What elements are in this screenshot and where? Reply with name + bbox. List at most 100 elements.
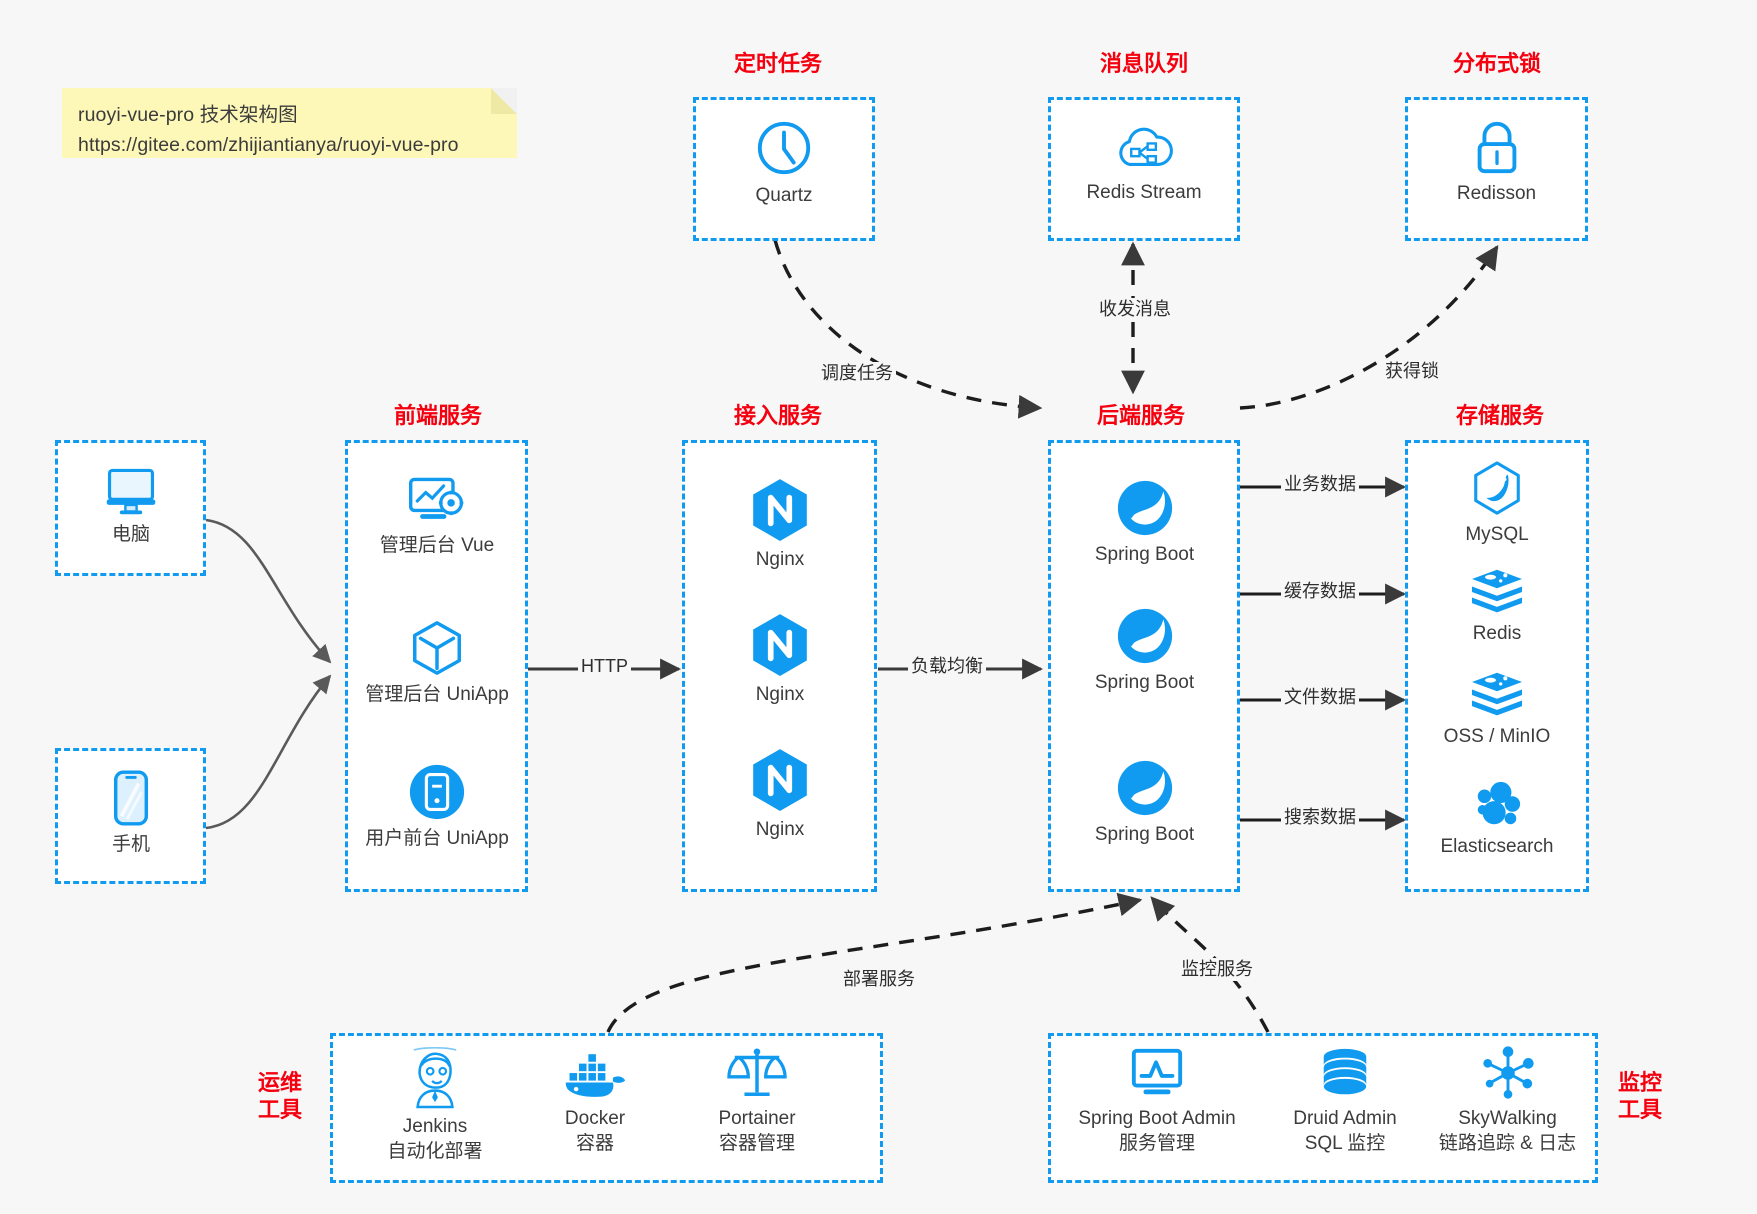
- node-admin-vue[interactable]: 管理后台 Vue: [352, 473, 522, 559]
- group-box-mq: [1048, 97, 1240, 241]
- node-nginx-2[interactable]: Nginx: [700, 612, 860, 708]
- group-box-lock: [1405, 97, 1588, 241]
- nginx-icon: [753, 479, 807, 541]
- edge-label-acquire-lock: 获得锁: [1382, 360, 1442, 383]
- node-elasticsearch[interactable]: Elasticsearch: [1417, 778, 1577, 860]
- edge-label-monitor-service: 监控服务: [1178, 958, 1256, 981]
- mysql-dolphin-icon: [1474, 461, 1520, 515]
- node-label: Druid Admin: [1293, 1108, 1397, 1129]
- node-springboot-2[interactable]: Spring Boot: [1062, 606, 1227, 696]
- group-label-lock: 分布式锁: [1452, 51, 1541, 76]
- node-redisson[interactable]: Redisson: [1425, 117, 1568, 207]
- jenkins-butler-icon: [413, 1047, 457, 1109]
- group-label-devops: 运维 工具: [258, 1070, 328, 1124]
- note-title-line: ruoyi-vue-pro 技术架构图: [78, 104, 298, 126]
- node-label: Spring Boot Admin: [1078, 1108, 1236, 1129]
- node-label: OSS / MinIO: [1443, 726, 1551, 747]
- dashboard-gear-icon: [409, 477, 464, 519]
- edge-label-load-balance: 负载均衡: [908, 655, 986, 678]
- node-desktop[interactable]: 电脑: [70, 462, 192, 548]
- node-docker[interactable]: Docker 容器: [510, 1046, 680, 1156]
- node-label: Elasticsearch: [1440, 836, 1554, 857]
- desktop-monitor-icon: [106, 468, 156, 515]
- node-desc: 服务管理: [1118, 1132, 1195, 1154]
- node-desc: SQL 监控: [1304, 1132, 1386, 1154]
- cube-icon: [412, 621, 461, 675]
- group-box-scheduler: [693, 97, 875, 241]
- edge-label-search-data: 搜索数据: [1281, 806, 1359, 829]
- node-oss-minio[interactable]: OSS / MinIO: [1417, 670, 1577, 750]
- elasticsearch-icon: [1477, 781, 1521, 825]
- clock-icon: [757, 121, 811, 175]
- monitor-chart-icon: [1131, 1048, 1183, 1095]
- node-label: Nginx: [755, 684, 805, 705]
- node-redis-stream[interactable]: Redis Stream: [1069, 120, 1219, 206]
- skywalking-node-icon: [1482, 1046, 1534, 1099]
- node-nginx-1[interactable]: Nginx: [700, 477, 860, 573]
- node-label: 用户前台 UniApp: [365, 828, 509, 849]
- node-label: Redisson: [1456, 183, 1537, 204]
- group-label-gateway: 接入服务: [733, 403, 822, 428]
- node-redis[interactable]: Redis: [1417, 567, 1577, 647]
- node-label: Portainer: [718, 1108, 796, 1129]
- node-desc: 自动化部署: [387, 1140, 483, 1162]
- node-desc: 容器管理: [718, 1132, 795, 1154]
- database-cylinder-icon: [1323, 1048, 1367, 1095]
- node-desc: 链路追踪 & 日志: [1438, 1132, 1577, 1154]
- node-skywalking[interactable]: SkyWalking 链路追踪 & 日志: [1420, 1044, 1595, 1156]
- node-label: 管理后台 UniApp: [365, 684, 509, 705]
- padlock-icon: [1477, 121, 1516, 174]
- node-jenkins[interactable]: Jenkins 自动化部署: [350, 1046, 520, 1164]
- edge-label-business-data: 业务数据: [1281, 473, 1359, 496]
- cloud-network-icon: [1119, 127, 1173, 166]
- group-label-mq: 消息队列: [1099, 51, 1188, 76]
- group-label-devops-line2: 工具: [258, 1096, 303, 1122]
- node-springboot-3[interactable]: Spring Boot: [1062, 758, 1227, 848]
- node-label: Quartz: [755, 185, 813, 206]
- spring-leaf-icon: [1117, 480, 1172, 536]
- mobile-phone-icon: [113, 770, 149, 826]
- node-druid-admin[interactable]: Druid Admin SQL 监控: [1260, 1046, 1430, 1156]
- title-sticky-note: ruoyi-vue-pro 技术架构图 https://gitee.com/zh…: [62, 88, 517, 158]
- node-mobile[interactable]: 手机: [70, 768, 192, 858]
- node-mysql[interactable]: MySQL: [1417, 460, 1577, 548]
- note-url-line: https://gitee.com/zhijiantianya/ruoyi-vu…: [78, 134, 459, 157]
- nginx-icon: [753, 614, 807, 676]
- node-quartz[interactable]: Quartz: [713, 117, 855, 209]
- group-label-monitor: 监控 工具: [1618, 1070, 1698, 1124]
- edge-label-mq-messages: 收发消息: [1096, 298, 1174, 321]
- edge-label-http: HTTP: [578, 655, 631, 678]
- node-spring-boot-admin[interactable]: Spring Boot Admin 服务管理: [1062, 1046, 1252, 1156]
- node-label: Docker: [564, 1108, 626, 1129]
- node-label: Spring Boot: [1094, 544, 1195, 565]
- node-label: Redis Stream: [1086, 182, 1202, 203]
- node-label: 管理后台 Vue: [379, 535, 495, 556]
- node-portainer[interactable]: Portainer 容器管理: [672, 1044, 842, 1156]
- group-label-scheduler: 定时任务: [733, 51, 822, 76]
- edge-label-deploy-service: 部署服务: [840, 968, 918, 991]
- group-label-frontend: 前端服务: [393, 403, 482, 428]
- node-desc: 容器: [575, 1132, 614, 1154]
- edge-label-schedule-task: 调度任务: [818, 362, 896, 385]
- node-admin-uniapp[interactable]: 管理后台 UniApp: [352, 618, 522, 708]
- node-label: SkyWalking: [1458, 1108, 1557, 1129]
- group-label-backend: 后端服务: [1096, 403, 1185, 428]
- group-label-monitor-line2: 工具: [1618, 1096, 1663, 1122]
- node-user-uniapp[interactable]: 用户前台 UniApp: [352, 762, 522, 852]
- node-nginx-3[interactable]: Nginx: [700, 747, 860, 843]
- node-label: Spring Boot: [1094, 824, 1195, 845]
- scales-balance-icon: [727, 1048, 787, 1097]
- spring-leaf-icon: [1117, 608, 1172, 664]
- node-label: Nginx: [755, 819, 805, 840]
- edge-label-cache-data: 缓存数据: [1281, 580, 1359, 603]
- node-label: Jenkins: [402, 1116, 468, 1137]
- docker-whale-icon: [565, 1054, 626, 1097]
- node-springboot-1[interactable]: Spring Boot: [1062, 478, 1227, 568]
- group-label-monitor-line1: 监控: [1618, 1070, 1663, 1095]
- note-fold-corner: [491, 88, 517, 114]
- node-label: Redis: [1472, 623, 1522, 644]
- app-circle-icon: [409, 764, 465, 820]
- node-label: Spring Boot: [1094, 672, 1195, 693]
- redis-stack-icon: [1472, 569, 1522, 613]
- group-label-devops-line1: 运维: [258, 1070, 303, 1095]
